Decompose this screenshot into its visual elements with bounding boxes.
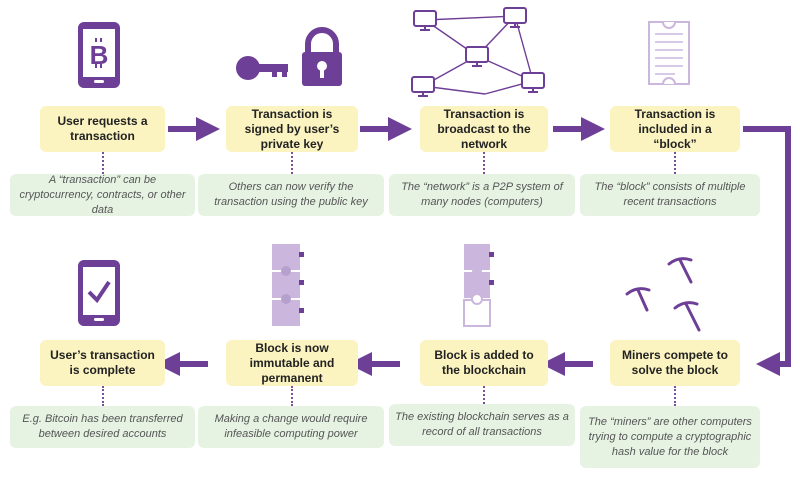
network-icon [411, 7, 545, 97]
dotted-connector [291, 152, 293, 174]
note-transaction-complete: E.g. Bitcoin has been transferred betwee… [10, 406, 195, 448]
note-block-added: The existing blockchain serves as a reco… [389, 404, 575, 446]
step-block-added: Block is added to the blockchain [420, 340, 548, 386]
arrow-4-5 [743, 126, 791, 376]
step-included-in-block: Transaction is included in a “block” [610, 106, 740, 152]
step-transaction-complete: User’s transaction is complete [40, 340, 165, 386]
chain-locked-icon [272, 244, 304, 326]
dotted-connector [102, 386, 104, 406]
note-miners-compete: The “miners” are other computers trying … [580, 406, 760, 468]
dotted-connector [483, 152, 485, 174]
bitcoin-symbol: B [90, 40, 109, 70]
step-transaction-broadcast: Transaction is broadcast to the network [420, 106, 548, 152]
pickaxes-icon [625, 257, 701, 332]
key-and-lock-icon [236, 27, 342, 86]
bitcoin-phone-icon: B [78, 22, 120, 88]
dotted-connector [483, 386, 485, 404]
dotted-connector [102, 152, 104, 174]
dotted-connector [291, 386, 293, 406]
note-included-in-block: The “block” consists of multiple recent … [580, 174, 760, 216]
note-transaction-signed: Others can now verify the transaction us… [198, 174, 384, 216]
dotted-connector [674, 152, 676, 174]
note-user-requests: A “transaction” can be cryptocurrency, c… [10, 174, 195, 216]
padlock-icon [302, 27, 342, 86]
note-block-immutable: Making a change would require infeasible… [198, 406, 384, 448]
chain-added-icon [463, 244, 494, 327]
block-document-icon [648, 21, 690, 85]
note-transaction-broadcast: The “network” is a P2P system of many no… [389, 174, 575, 216]
step-block-immutable: Block is now immutable and permanent [226, 340, 358, 386]
step-user-requests: User requests a transaction [40, 106, 165, 152]
key-icon [236, 56, 288, 80]
dotted-connector [674, 386, 676, 406]
step-miners-compete: Miners compete to solve the block [610, 340, 740, 386]
checkmark-phone-icon [78, 260, 120, 326]
step-transaction-signed: Transaction is signed by user’s private … [226, 106, 358, 152]
